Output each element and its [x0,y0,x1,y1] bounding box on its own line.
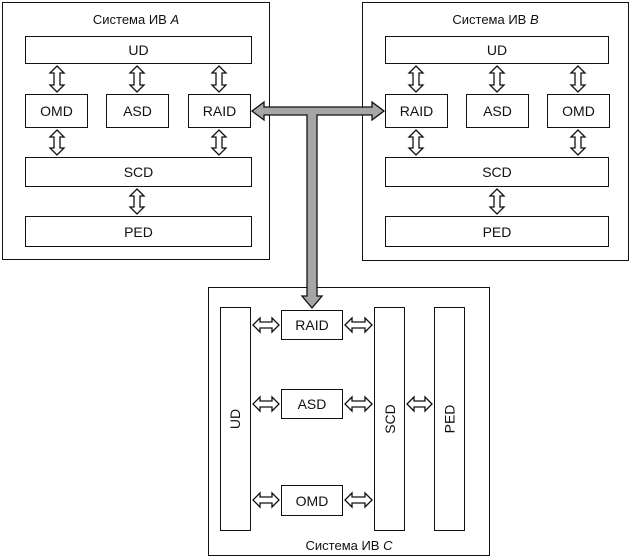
system-b-ped-block: PED [385,216,609,247]
system-b-title: Система ИВ B [362,12,629,27]
system-a-arrow-ud-omd [48,65,66,93]
network-bus-arrow [250,100,386,310]
system-c-arrow-scd-ped [406,395,433,413]
system-c-asd-block: ASD [281,389,343,419]
system-c-arrow-ud-raid [252,316,280,334]
system-b-arrow-ud-asd [488,65,506,93]
system-a-arrow-raid-scd [210,129,228,156]
system-b-arrow-omd-scd [569,129,587,156]
system-b-asd-block: ASD [466,94,529,128]
system-c-arrow-ud-omd [252,491,280,509]
system-a-arrow-ud-raid [210,65,228,93]
system-a-title-prefix: Система ИВ [92,12,167,27]
system-b-omd-block: OMD [547,94,610,128]
system-a-arrow-scd-ped [128,188,146,215]
system-b-scd-block: SCD [385,157,609,187]
system-c-title-letter: C [383,538,393,553]
system-c-scd-block: SCD [374,307,405,531]
system-b-arrow-scd-ped [488,188,506,215]
system-a-asd-block: ASD [106,94,169,128]
system-c-arrow-raid-scd [344,316,373,334]
system-b-title-prefix: Система ИВ [452,12,527,27]
system-a-ped-block: PED [25,216,252,247]
system-c-title-prefix: Система ИВ [305,538,380,553]
system-b-arrow-ud-omd [569,65,587,93]
system-a-raid-block: RAID [188,94,251,128]
system-c-ped-block: PED [434,307,465,531]
system-c-arrow-asd-scd [344,395,373,413]
system-c-arrow-omd-scd [344,491,373,509]
system-b-raid-block: RAID [385,94,448,128]
system-a-scd-block: SCD [25,157,252,187]
system-c-omd-block: OMD [281,485,343,516]
system-c-title: Система ИВ C [208,538,490,553]
system-a-ud-block: UD [25,36,252,64]
system-a-omd-block: OMD [25,94,88,128]
system-b-ud-block: UD [385,36,609,64]
system-a-title: Система ИВ A [2,12,270,27]
system-b-arrow-raid-scd [407,129,425,156]
system-a-arrow-omd-scd [48,129,66,156]
system-b-arrow-ud-raid [407,65,425,93]
system-c-arrow-ud-asd [252,395,280,413]
system-b-title-letter: B [529,12,539,27]
system-c-raid-block: RAID [281,310,343,340]
system-a-title-letter: A [170,12,180,27]
system-c-ud-block: UD [220,307,251,531]
system-a-arrow-ud-asd [128,65,146,93]
